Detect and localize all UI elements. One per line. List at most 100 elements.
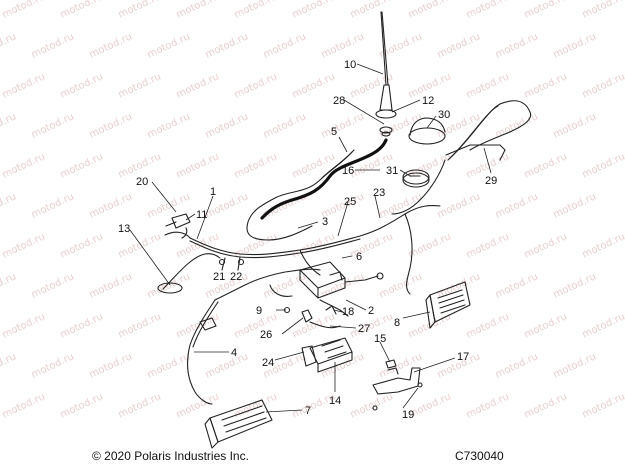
callout-12: 12 — [422, 95, 434, 107]
watermark-text: motod.ru — [552, 111, 598, 140]
watermark-text: motod.ru — [146, 191, 192, 220]
watermark-text: motod.ru — [117, 391, 163, 420]
callout-31: 31 — [386, 165, 398, 177]
watermark-text: motod.ru — [0, 191, 18, 220]
antenna-harness — [391, 100, 532, 215]
watermark-text: motod.ru — [88, 271, 134, 300]
watermark-text: motod.ru — [378, 271, 424, 300]
watermark-text: motod.ru — [494, 351, 540, 380]
speaker-harness — [186, 268, 321, 405]
callout-24: 24 — [262, 357, 274, 369]
coax-cable — [260, 138, 388, 220]
watermark-text: motod.ru — [0, 31, 18, 60]
watermark-text: motod.ru — [30, 271, 76, 300]
watermark-text: motod.ru — [117, 71, 163, 100]
callout-6: 6 — [356, 251, 362, 263]
watermark-text: motod.ru — [291, 311, 337, 340]
watermark-text: motod.ru — [1, 311, 47, 340]
callout-labels: 10 28 12 30 5 16 31 29 20 1 11 13 3 25 2… — [118, 59, 497, 421]
diagram-code: C730040 — [455, 449, 504, 463]
watermark-text: motod.ru — [59, 231, 105, 260]
watermark-text: motod.ru — [552, 191, 598, 220]
callout-19: 19 — [402, 409, 414, 421]
main-harness — [164, 205, 441, 295]
callout-29: 29 — [485, 175, 497, 187]
watermark-text: motod.ru — [465, 231, 511, 260]
watermark-text: motod.ru — [552, 31, 598, 60]
watermark-text: motod.ru — [204, 31, 250, 60]
watermark-text: motod.ru — [117, 311, 163, 340]
watermark-text: motod.ru — [233, 391, 279, 420]
watermark-text: motod.ru — [59, 311, 105, 340]
watermark-text: motod.ru — [465, 391, 511, 420]
watermark-text: motod.ru — [1, 71, 47, 100]
watermark-text: motod.ru — [175, 71, 221, 100]
watermark-text: motod.ru — [494, 191, 540, 220]
watermark-text: motod.ru — [262, 111, 308, 140]
mount-bracket — [372, 359, 423, 411]
watermark-text: motod.ru — [30, 31, 76, 60]
watermark-text: motod.ru — [0, 351, 18, 380]
power-port — [165, 213, 191, 239]
watermark-text: motod.ru — [233, 71, 279, 100]
watermark-text: motod.ru — [88, 351, 134, 380]
watermark-text: motod.ru — [88, 111, 134, 140]
pad-antenna — [402, 169, 430, 188]
leader-lines — [129, 63, 492, 413]
watermark-text: motod.ru — [146, 271, 192, 300]
watermark-text: motod.ru — [262, 31, 308, 60]
watermark-text: motod.ru — [523, 311, 569, 340]
callout-20: 20 — [136, 176, 148, 188]
speaker-wire — [157, 253, 221, 294]
watermark-text: motod.ru — [349, 71, 395, 100]
watermark-text: motod.ru — [146, 31, 192, 60]
watermark-text: motod.ru — [523, 0, 569, 21]
watermark-text: motod.ru — [1, 0, 47, 21]
watermark-text: motod.ru — [407, 0, 453, 21]
watermark-text: motod.ru — [523, 231, 569, 260]
watermark-text: motod.ru — [30, 351, 76, 380]
watermark-text: motod.ru — [349, 0, 395, 21]
watermark-text: motod.ru — [204, 351, 250, 380]
callout-2: 2 — [368, 305, 374, 317]
cable-5 — [246, 149, 355, 241]
fasteners — [218, 258, 245, 266]
watermark-text: motod.ru — [117, 231, 163, 260]
callout-11: 11 — [196, 209, 207, 221]
callout-17: 17 — [457, 351, 469, 363]
callout-21: 21 — [213, 271, 225, 283]
watermark-text: motod.ru — [436, 191, 482, 220]
watermark-text: motod.ru — [1, 231, 47, 260]
watermark-text: motod.ru — [465, 311, 511, 340]
watermark-text: motod.ru — [146, 351, 192, 380]
callout-15: 15 — [374, 333, 386, 345]
watermark-text: motod.ru — [320, 31, 366, 60]
watermark-text: motod.ru — [175, 151, 221, 180]
watermark-text: motod.ru — [581, 231, 625, 260]
watermark-text: motod.ru — [88, 31, 134, 60]
callout-27: 27 — [358, 323, 370, 335]
watermark-text: motod.ru — [581, 0, 625, 21]
watermark-text: motod.ru — [88, 191, 134, 220]
watermark-text: motod.ru — [465, 0, 511, 21]
watermark-text: motod.ru — [30, 111, 76, 140]
callout-23: 23 — [373, 187, 385, 199]
callout-8: 8 — [394, 317, 400, 329]
watermark-text: motod.ru — [523, 71, 569, 100]
antenna-base-nut — [379, 126, 393, 137]
watermark-text: motod.ru — [581, 391, 625, 420]
watermark-text: motod.ru — [523, 151, 569, 180]
callout-5: 5 — [331, 126, 337, 138]
callout-14: 14 — [329, 395, 341, 407]
watermark-text: motod.ru — [523, 391, 569, 420]
callout-10: 10 — [344, 59, 356, 71]
watermark-text: motod.ru — [146, 111, 192, 140]
watermark-text: motod.ru — [552, 271, 598, 300]
callout-1: 1 — [210, 186, 216, 198]
callout-7: 7 — [305, 405, 311, 417]
watermark-text: motod.ru — [233, 0, 279, 21]
watermark-text: motod.ru — [0, 111, 18, 140]
watermark-text: motod.ru — [349, 391, 395, 420]
